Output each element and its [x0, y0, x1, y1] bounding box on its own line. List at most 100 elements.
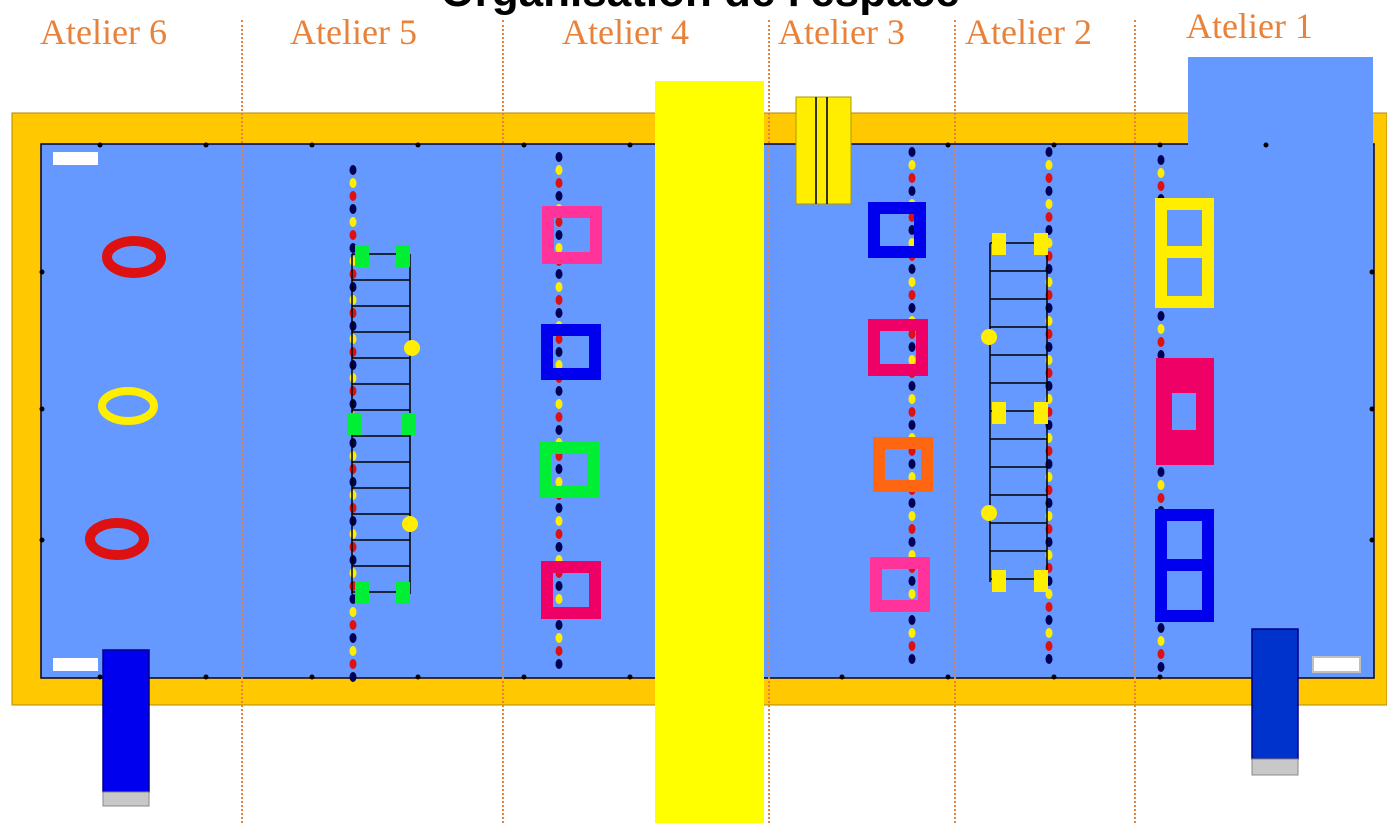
- bead: [1045, 602, 1053, 612]
- bead: [555, 230, 563, 240]
- bead: [349, 451, 357, 461]
- edge-dot: [39, 406, 45, 412]
- edge-dot: [1157, 142, 1163, 148]
- bead: [349, 542, 357, 552]
- bead: [349, 646, 357, 656]
- edge-dot: [309, 142, 315, 148]
- atelier-divider: [502, 20, 504, 823]
- bead: [1045, 225, 1053, 235]
- bead: [349, 230, 357, 240]
- atelier-1-extension: [1188, 57, 1373, 145]
- bead: [555, 282, 563, 292]
- bead: [908, 277, 916, 287]
- bead: [555, 425, 563, 435]
- bead: [1157, 649, 1165, 659]
- bead: [908, 472, 916, 482]
- block: [1034, 233, 1048, 255]
- bead: [555, 529, 563, 539]
- block: [355, 582, 369, 604]
- block: [396, 245, 410, 267]
- magenta-square-hoop: [541, 561, 601, 619]
- yellow-ball: [404, 340, 420, 356]
- bead: [349, 269, 357, 279]
- bead: [1157, 324, 1165, 334]
- bead: [1157, 181, 1165, 191]
- bead: [1157, 168, 1165, 178]
- bead: [908, 342, 916, 352]
- bead: [349, 659, 357, 669]
- bead: [555, 269, 563, 279]
- yellow-ring: [98, 387, 158, 425]
- bead: [555, 412, 563, 422]
- corner-marker: [53, 152, 98, 165]
- bead: [908, 212, 916, 222]
- bead: [349, 321, 357, 331]
- bead: [1045, 615, 1053, 625]
- edge-dot: [309, 674, 315, 680]
- edge-dot: [945, 142, 951, 148]
- bead: [908, 225, 916, 235]
- block: [992, 233, 1006, 255]
- bead: [555, 152, 563, 162]
- edge-dot: [1369, 269, 1375, 275]
- block: [402, 413, 416, 435]
- bead: [908, 173, 916, 183]
- block: [355, 245, 369, 267]
- edge-dot: [1157, 674, 1163, 680]
- atelier-divider: [768, 20, 770, 823]
- bead: [349, 594, 357, 604]
- blue-bench: [1251, 628, 1299, 776]
- bead: [349, 399, 357, 409]
- edge-dot: [521, 674, 527, 680]
- corner-marker: [53, 658, 98, 671]
- bead: [908, 394, 916, 404]
- bead: [1157, 337, 1165, 347]
- blue-double-frame: [1155, 509, 1214, 622]
- atelier-3-label: Atelier 3: [778, 12, 905, 52]
- bead: [1045, 199, 1053, 209]
- magenta-square-hoop: [868, 319, 928, 376]
- bead: [555, 646, 563, 656]
- bead: [908, 524, 916, 534]
- bead: [555, 633, 563, 643]
- edge-dot: [627, 142, 633, 148]
- bead: [1157, 636, 1165, 646]
- bead: [555, 503, 563, 513]
- edge-dot: [97, 674, 103, 680]
- bead: [555, 477, 563, 487]
- bead: [555, 659, 563, 669]
- blue-square-hoop: [541, 324, 601, 380]
- yellow-double-frame: [1155, 198, 1214, 308]
- edge-dot: [203, 142, 209, 148]
- block: [992, 570, 1006, 592]
- bead: [908, 160, 916, 170]
- bead: [908, 355, 916, 365]
- bead: [555, 399, 563, 409]
- bead: [1157, 480, 1165, 490]
- bead: [1157, 467, 1165, 477]
- bead: [908, 654, 916, 664]
- bead: [555, 386, 563, 396]
- edge-dot: [1051, 142, 1057, 148]
- bead: [908, 641, 916, 651]
- atelier-divider: [241, 20, 243, 823]
- atelier-divider: [1134, 20, 1136, 823]
- bead: [349, 347, 357, 357]
- bead: [1157, 623, 1165, 633]
- bead: [908, 615, 916, 625]
- bead: [349, 243, 357, 253]
- bead: [908, 407, 916, 417]
- bead: [555, 217, 563, 227]
- yellow-blocks: [992, 233, 1048, 592]
- bead: [349, 308, 357, 318]
- block: [992, 402, 1006, 424]
- edge-dot: [97, 142, 103, 148]
- bead: [349, 282, 357, 292]
- bead: [1157, 662, 1165, 672]
- bead: [1157, 311, 1165, 321]
- bead: [1045, 186, 1053, 196]
- bead: [555, 581, 563, 591]
- bead: [1157, 155, 1165, 165]
